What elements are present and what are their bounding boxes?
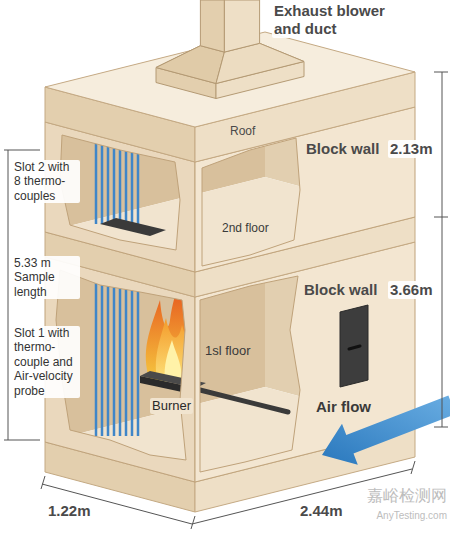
note-label: Slot 2 with 8 thermo-couples (12, 160, 80, 203)
slot-plate (100, 218, 166, 236)
dimension-line (8, 150, 9, 440)
burner-pipe (200, 390, 288, 412)
roof-slab (45, 32, 415, 162)
dimension-tick (191, 516, 195, 529)
dimension-label: 1.22m (48, 502, 91, 520)
dimension-tick (41, 476, 45, 489)
dimension-label: 2.44m (300, 502, 343, 520)
part-label: 2nd floor (222, 221, 269, 235)
cable (107, 262, 110, 436)
dimension-tick (434, 427, 448, 428)
equipment-label: Exhaust blower and duct (272, 2, 406, 38)
duct (200, 0, 224, 52)
note-label: Slot 1 with thermo-couple and Air-veloci… (12, 326, 80, 398)
flow-label: Air flow (316, 398, 371, 416)
cable (95, 262, 98, 436)
part-label: Roof (230, 124, 255, 138)
part-label: Block wall (306, 140, 379, 158)
watermark: 嘉峪检测网 (367, 486, 447, 505)
hood-taper (156, 46, 224, 84)
door-handle (349, 346, 360, 349)
dimension-tick (434, 217, 448, 218)
part-label: Block wall (304, 281, 377, 299)
part-label: 1sl floor (205, 343, 251, 359)
dimension-line (442, 72, 443, 427)
dimension-line (42, 484, 192, 524)
dimension-lines (4, 72, 448, 529)
watermark: AnyTesting.com (376, 510, 447, 522)
dimension-tick (4, 440, 40, 441)
cable (101, 262, 104, 436)
dimension-tick (4, 150, 40, 151)
dimension-label: 5.33 m Sample length (12, 256, 80, 299)
dimension-label: 2.13m (388, 140, 435, 158)
dimension-tick (434, 72, 448, 73)
dimension-label: 3.66m (388, 281, 435, 299)
part-label: Burner (150, 398, 193, 414)
duct (224, 0, 259, 52)
door (340, 305, 368, 387)
dimension-tick (411, 461, 415, 474)
